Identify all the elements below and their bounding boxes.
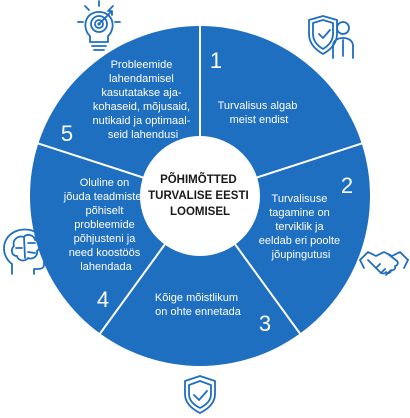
target-bulb-icon (77, 0, 121, 51)
segment-2-number: 2 (341, 173, 353, 198)
segment-5-text: Probleemide lahendamisel kasutatakse aja… (93, 59, 194, 141)
segment-4-number: 4 (97, 287, 109, 312)
segment-3 (100, 196, 300, 366)
segment-2-text: Turvalisuse tagamine on terviklik ja eel… (259, 193, 343, 261)
segment-3-text: Kõige mõistlikum on ohte ennetada (155, 292, 242, 318)
segment-1-number: 1 (210, 48, 222, 73)
segment-3-number: 3 (259, 311, 271, 336)
segment-1-text: Turvalisus algab meist endist (218, 100, 301, 126)
segment-4-text: Oluline on jõuda teadmiste- põhiselt pro… (63, 177, 148, 273)
segment-5-number: 5 (61, 121, 73, 146)
center-circle (140, 136, 260, 256)
shield-check-icon (184, 375, 216, 414)
handshake-icon (359, 251, 409, 276)
brain-head-icon (3, 228, 49, 275)
shield-person-icon (308, 15, 354, 59)
center-title: PÕHIMÕTTED TURVALISE EESTI LOOMISEL (148, 173, 252, 218)
